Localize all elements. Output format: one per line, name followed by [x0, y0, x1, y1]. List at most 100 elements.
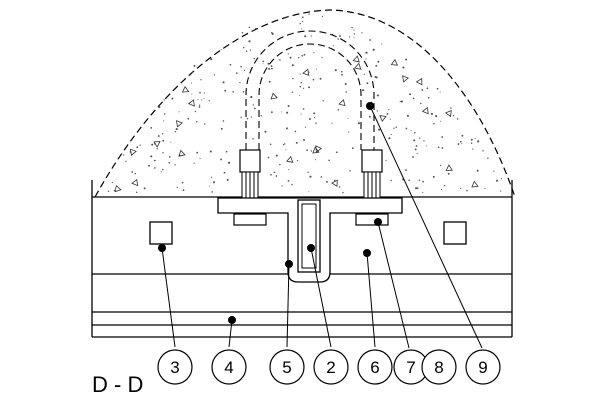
aggregate-dot: [242, 91, 245, 93]
aggregate-dot: [162, 151, 164, 154]
aggregate-dot: [213, 74, 216, 76]
aggregate-dot: [369, 39, 372, 41]
aggregate-dot: [157, 135, 160, 137]
aggregate-dot: [150, 155, 153, 158]
aggregate-dot: [253, 107, 256, 110]
aggregate-dot: [210, 176, 213, 178]
aggregate-dot: [322, 100, 324, 102]
aggregate-dot: [241, 32, 244, 34]
aggregate-dot: [412, 155, 414, 158]
aggregate-dot: [302, 87, 305, 89]
leader-lines: [161, 105, 483, 349]
aggregate-dot: [275, 154, 278, 157]
aggregate-dot: [375, 76, 378, 79]
washer-right: [355, 213, 389, 226]
aggregate-dot: [337, 38, 340, 40]
aggregate-dot: [348, 131, 350, 133]
aggregate-dot: [156, 148, 159, 150]
aggregate-dot: [267, 156, 270, 159]
aggregate-dot: [320, 176, 323, 178]
aggregate-dot: [308, 118, 311, 120]
aggregate-dot: [301, 20, 304, 23]
aggregate-dot: [174, 164, 176, 166]
aggregate-dot: [321, 56, 323, 59]
aggregate-dot: [385, 160, 387, 162]
aggregate-dot: [443, 184, 446, 187]
aggregate-dot: [402, 66, 405, 69]
aggregate-dot: [279, 59, 281, 61]
aggregate-dot: [203, 92, 205, 94]
aggregate-dot: [270, 32, 273, 34]
aggregate-dot: [187, 117, 190, 120]
aggregate-dot: [201, 99, 203, 101]
aggregate-dot: [253, 57, 255, 60]
callout-label: 9: [478, 358, 487, 377]
callout-8: 8: [421, 349, 457, 385]
aggregate-dot: [196, 151, 199, 154]
center-insert-inner: [301, 203, 317, 269]
callout-4: 4: [211, 349, 247, 385]
aggregate-dot: [193, 64, 196, 67]
aggregate-dot: [150, 127, 153, 129]
aggregate-dot: [245, 50, 248, 52]
aggregate-stone: [312, 146, 320, 154]
aggregate-dot: [250, 95, 253, 99]
aggregate-dot: [436, 87, 439, 90]
aggregate-dot: [281, 111, 283, 113]
aggregate-dot: [148, 164, 150, 167]
aggregate-dot: [313, 112, 316, 115]
aggregate-dot: [405, 127, 408, 130]
aggregate-dot: [287, 180, 290, 182]
aggregate-dot: [418, 179, 421, 182]
aggregate-dot: [377, 60, 380, 63]
aggregate-dot: [162, 139, 165, 142]
aggregate-dot: [227, 161, 231, 164]
aggregate-dot: [291, 183, 293, 186]
aggregate-dot: [337, 108, 340, 111]
aggregate-dot: [388, 137, 391, 140]
aggregate-dot: [269, 143, 272, 146]
aggregate-dot: [181, 181, 184, 184]
aggregate-dot: [139, 144, 141, 146]
callout-2: 2: [313, 349, 349, 385]
aggregate-dot: [308, 13, 310, 15]
aggregate-dot: [193, 162, 195, 164]
aggregate-dot: [414, 131, 416, 134]
aggregate-dot: [135, 191, 138, 194]
aggregate-dot: [441, 136, 444, 138]
aggregate-dot: [378, 128, 381, 131]
callout-label: 3: [170, 358, 179, 377]
aggregate-dot: [308, 71, 310, 73]
aggregate-dot: [262, 63, 264, 65]
aggregate-dot: [160, 171, 162, 173]
aggregate-dot: [303, 53, 306, 56]
aggregate-dot: [235, 72, 238, 74]
aggregate-dot: [340, 70, 343, 73]
aggregate-dot: [255, 27, 257, 30]
aggregate-dot: [406, 114, 409, 117]
aggregate-dot: [304, 35, 307, 38]
aggregate-dot: [279, 163, 281, 166]
aggregate-dot: [268, 67, 271, 70]
aggregate-dot: [386, 112, 389, 115]
aggregate-dot: [415, 145, 418, 147]
aggregate-dot: [312, 78, 315, 81]
aggregate-dot: [222, 81, 225, 84]
aggregate-stone: [421, 106, 429, 115]
aggregate-dot: [271, 67, 273, 70]
aggregate-dot: [168, 156, 171, 158]
aggregate-dot: [225, 150, 228, 153]
aggregate-dot: [295, 141, 298, 144]
aggregate-dot: [220, 158, 223, 161]
aggregate-dot: [321, 15, 324, 18]
aggregate-dot: [209, 150, 212, 153]
aggregate-dot: [420, 102, 422, 105]
aggregate-dot: [248, 40, 251, 43]
aggregate-dot: [200, 79, 202, 81]
aggregate-dot: [240, 116, 242, 119]
aggregate-dot: [368, 115, 371, 118]
aggregate-dot: [250, 116, 253, 118]
aggregate-dot: [353, 37, 355, 39]
aggregate-stone: [129, 148, 137, 156]
